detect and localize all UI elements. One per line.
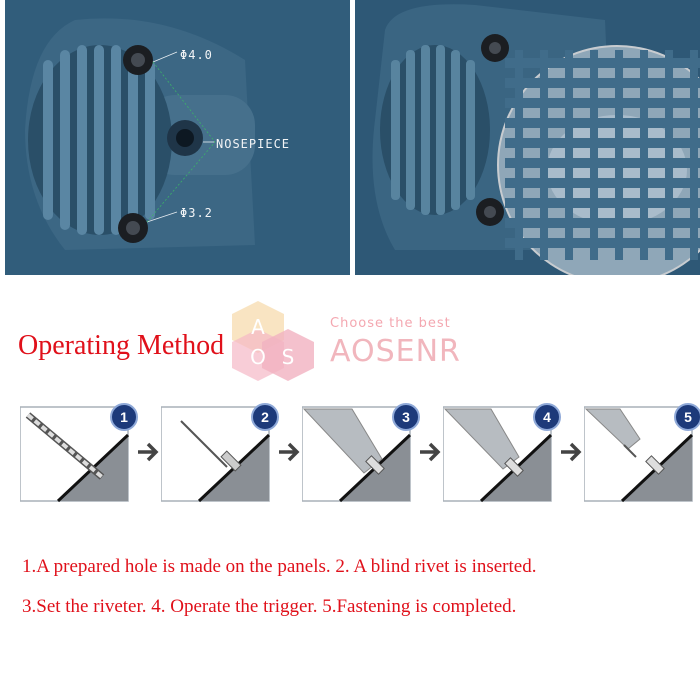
step-5: 5	[584, 403, 700, 505]
step-3-badge: 3	[392, 403, 420, 431]
tool-photo-left: Φ4.0 NOSEPIECE Φ3.2	[5, 0, 350, 275]
page-heading: Operating Method	[18, 330, 225, 361]
instruction-line-1: 1.A prepared hole is made on the panels.…	[22, 556, 537, 577]
callout-top: Φ4.0	[180, 48, 213, 62]
arrow-right-icon	[420, 442, 441, 462]
callout-bottom: Φ3.2	[180, 206, 213, 220]
step-2-badge: 2	[251, 403, 279, 431]
logo-letter-o: O	[250, 345, 266, 369]
step-1: 1	[20, 403, 138, 505]
brand-watermark: A O S Choose the best AOSENR	[226, 296, 486, 386]
brand-logo-icon: A O S	[232, 301, 314, 381]
nozzle-bottom	[118, 213, 148, 243]
step-3: 3	[302, 403, 420, 505]
tool-front-illustration	[5, 0, 350, 275]
logo-letter-a: A	[251, 315, 265, 339]
watermark-brand: AOSENR	[330, 334, 461, 369]
step-4: 4	[443, 403, 561, 505]
instruction-line-2: 3.Set the riveter. 4. Operate the trigge…	[22, 596, 517, 617]
tool-photo-right	[355, 0, 700, 275]
step-5-badge: 5	[674, 403, 700, 431]
nozzle-top	[123, 45, 153, 75]
arrow-right-icon	[279, 442, 300, 462]
operating-steps: 1 2 3	[20, 403, 700, 510]
watermark-tagline: Choose the best	[330, 316, 451, 331]
arrow-right-icon	[138, 442, 159, 462]
step-2: 2	[161, 403, 279, 505]
step-1-badge: 1	[110, 403, 138, 431]
logo-letter-s: S	[282, 345, 295, 369]
arrow-right-icon	[561, 442, 582, 462]
callout-nosepiece: NOSEPIECE	[216, 137, 291, 151]
tool-grille-illustration	[355, 0, 700, 275]
step-4-badge: 4	[533, 403, 561, 431]
